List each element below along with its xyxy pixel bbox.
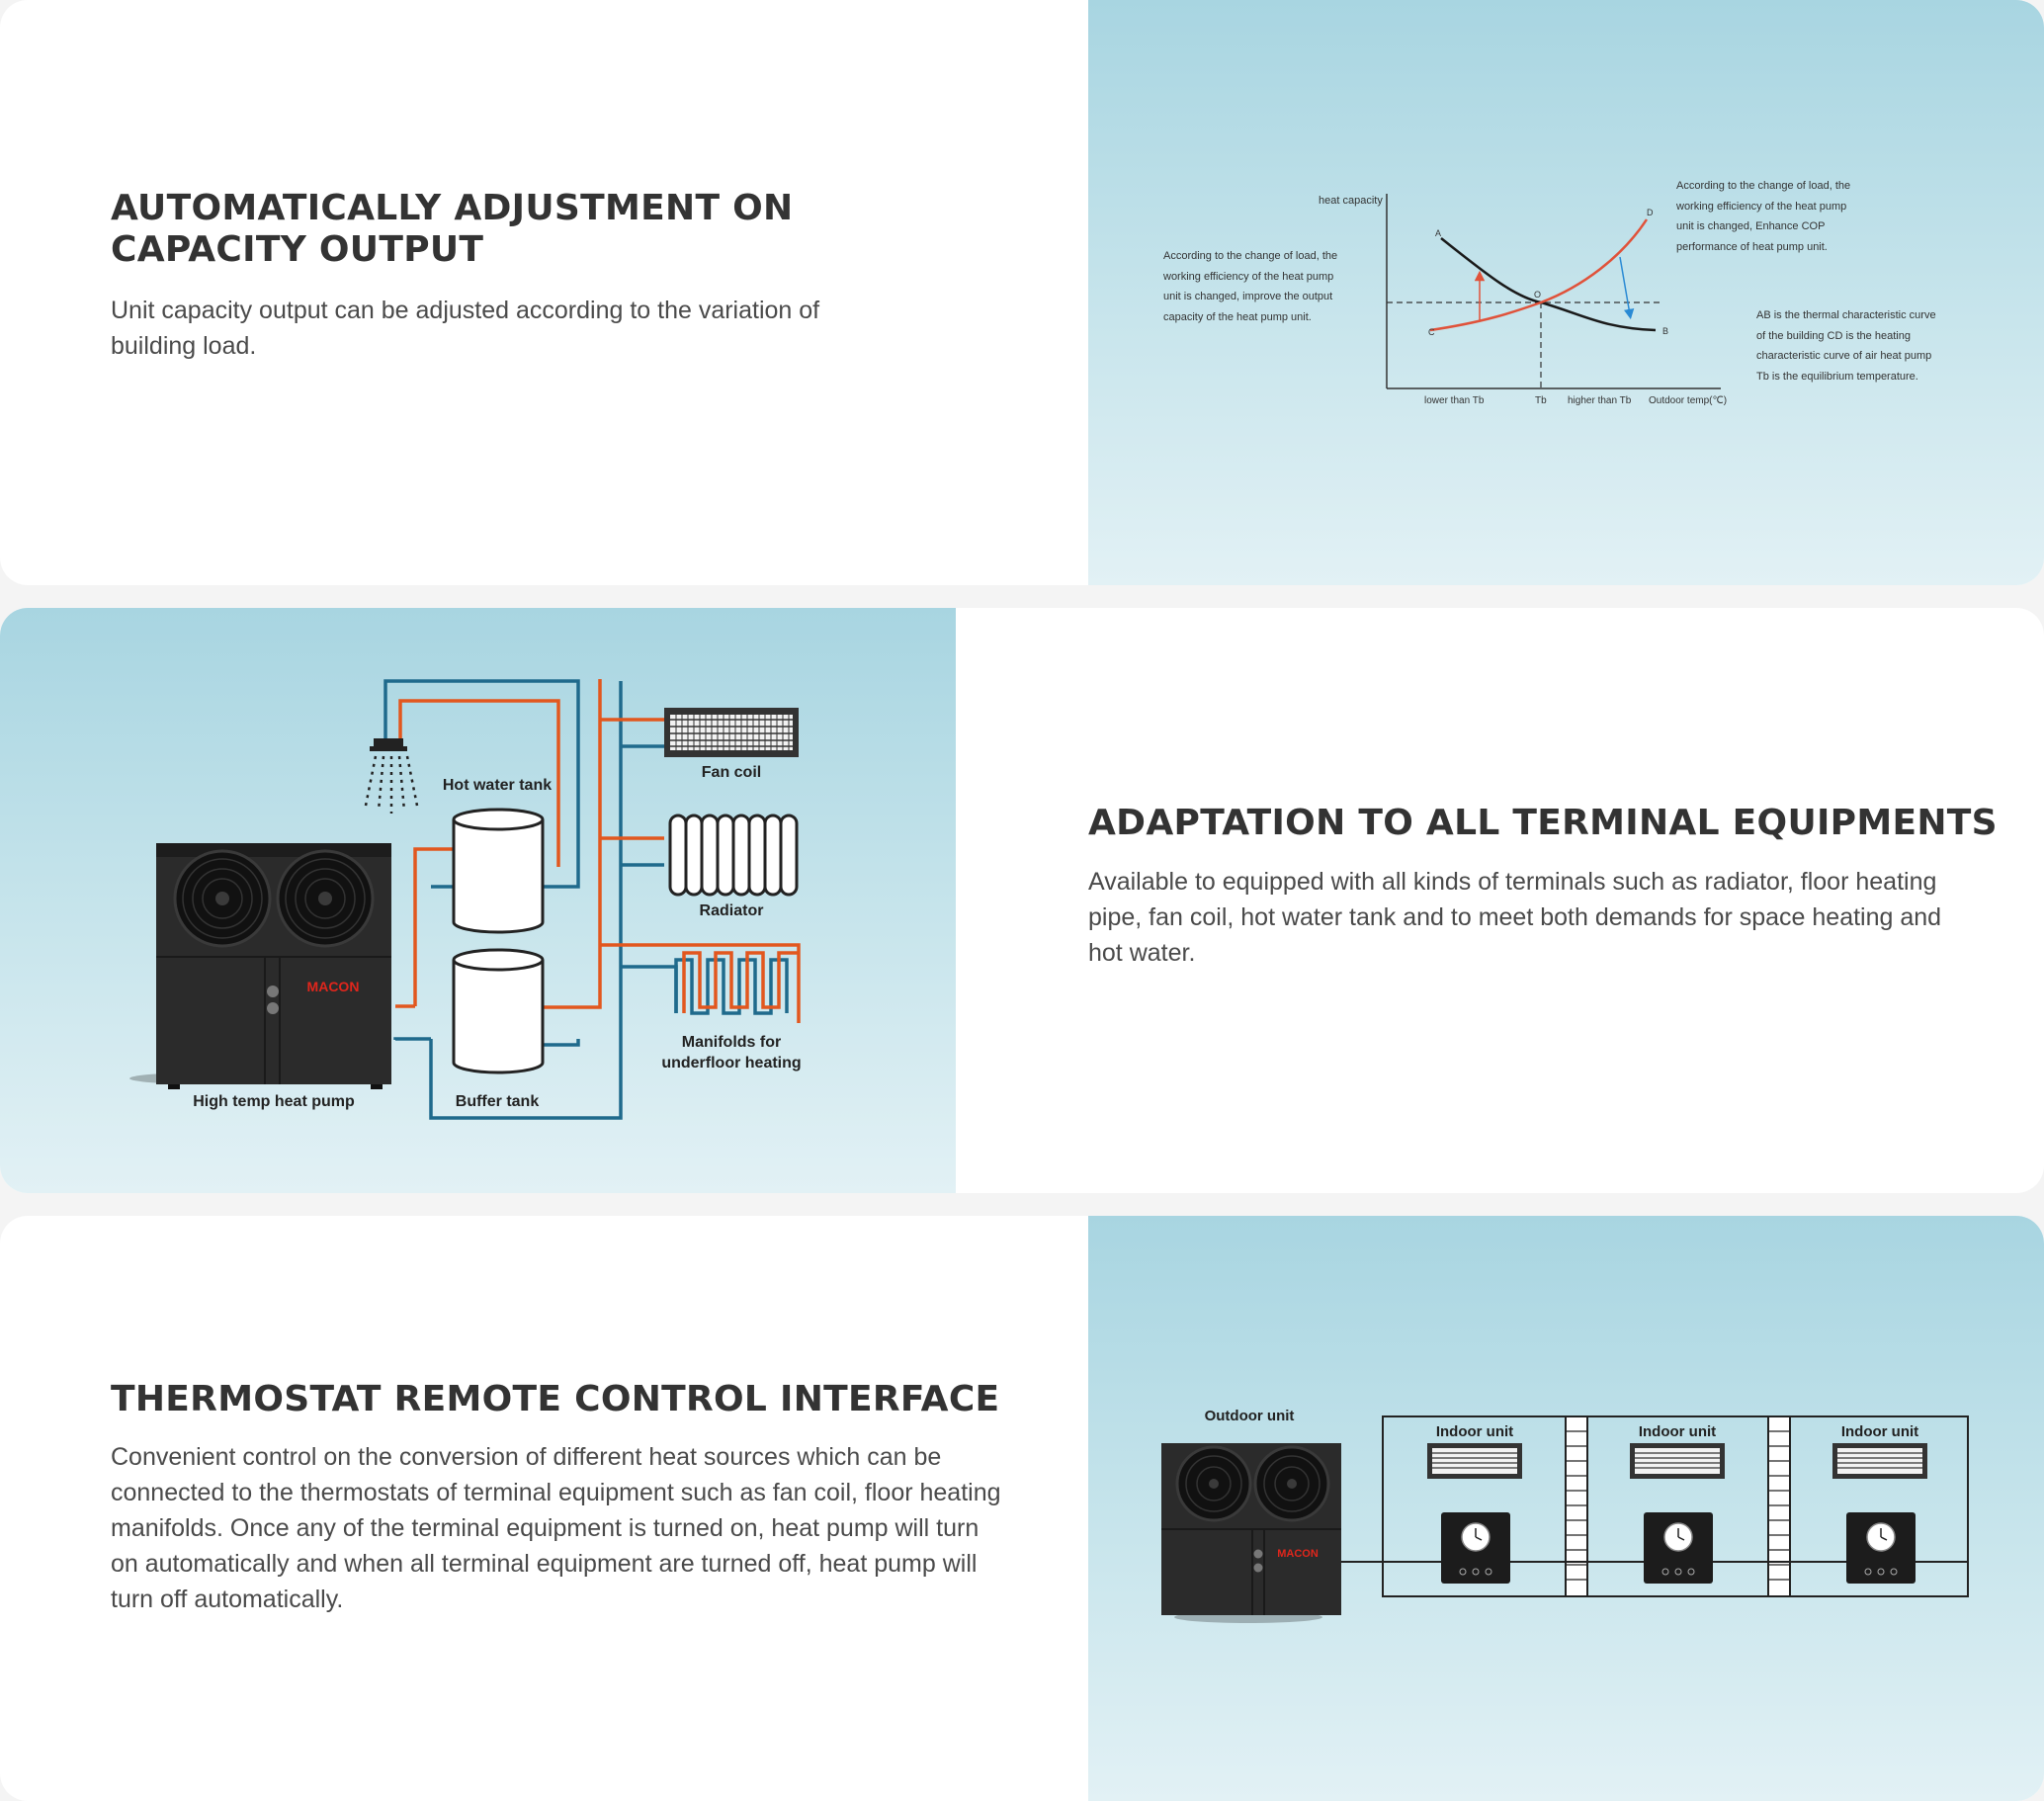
fan-icon [173,849,272,948]
hot-pipes [395,679,801,1023]
note-line: unit is changed, improve the output [1163,291,1332,302]
arrow-down-icon [1619,256,1635,320]
section-title: THERMOSTAT REMOTE CONTROL INTERFACE [111,1379,1000,1419]
y-axis-label: heat capacity [1319,195,1383,207]
section-capacity-output: AUTOMATICALLY ADJUSTMENT ON CAPACITY OUT… [0,0,2044,585]
radiator-label: Radiator [700,902,764,919]
outdoor-unit: MACON [1161,1443,1341,1623]
section-description: Convenient control on the conversion of … [111,1439,1001,1617]
note-line: unit is changed, Enhance COP [1676,220,1825,232]
buffer-tank-label: Buffer tank [456,1093,540,1110]
title-line: CAPACITY OUTPUT [111,229,484,270]
x-tick-higher: higher than Tb [1568,395,1632,406]
brand-logo: MACON [307,979,360,994]
capacity-graph: A C O D B heat capacity lower than Tb Tb… [1162,180,1936,406]
desc-line: Unit capacity output can be adjusted acc… [111,297,820,324]
desc-line: manifolds. Once any of the terminal equi… [111,1514,979,1542]
hot-water-tank-label: Hot water tank [443,777,552,794]
x-axis-label: Outdoor temp(℃) [1649,395,1727,406]
note-line: performance of heat pump unit. [1676,241,1828,253]
building-curve-ab [1440,237,1657,332]
note-line: According to the change of load, the [1163,250,1337,262]
fan-icon [1253,1445,1330,1522]
note-line: AB is the thermal characteristic curve [1756,309,1936,321]
heat-pump-label: High temp heat pump [193,1093,355,1110]
outdoor-unit-label: Outdoor unit [1205,1408,1295,1424]
radiator-icon [668,814,799,897]
note-line: of the building CD is the heating [1756,330,1911,342]
point-b-label: B [1662,326,1668,336]
cold-pipes [383,679,678,1120]
fan-icon [276,849,375,948]
fan-coil-icon [664,708,799,757]
indoor-frame [1382,1415,1969,1597]
point-o-label: O [1534,290,1541,300]
note-line: Tb is the equilibrium temperature. [1756,371,1918,383]
note-line: working efficiency of the heat pump [1675,201,1846,213]
note-line: working efficiency of the heat pump [1162,271,1333,283]
point-c-label: C [1428,327,1435,337]
thermostat-diagram-panel: MACON Outdoor unit [1088,1216,2044,1801]
note-line: According to the change of load, the [1676,180,1850,192]
indoor-unit [1427,1443,1522,1584]
manifolds-label: Manifolds for [682,1034,781,1051]
brand-logo: MACON [1277,1548,1319,1560]
section-terminal-equipments: MACON Hot water tank Fan coil Radiator M… [0,608,2044,1193]
title-line: AUTOMATICALLY ADJUSTMENT ON [111,188,794,228]
point-d-label: D [1647,208,1654,217]
x-tick-lower: lower than Tb [1424,395,1485,406]
desc-line: Available to equipped with all kinds of … [1088,868,1937,896]
desc-line: Convenient control on the conversion of … [111,1443,942,1471]
underfloor-loop-hot [682,951,799,1013]
system-diagram: MACON Hot water tank Fan coil Radiator M… [129,679,802,1120]
note-left: According to the change of load, the wor… [1162,250,1337,323]
indoor-unit-label: Indoor unit [1841,1423,1918,1440]
heat-pump-unit: MACON [129,843,391,1089]
section-title: ADAPTATION TO ALL TERMINAL EQUIPMENTS [1088,803,1998,843]
desc-line: pipe, fan coil, hot water tank and to me… [1088,903,1942,931]
fan-icon [1175,1445,1252,1522]
buffer-tank-icon [452,948,545,1074]
section-description: Available to equipped with all kinds of … [1088,864,1941,971]
indoor-unit [1630,1443,1725,1584]
heating-curve-cd [1429,218,1649,332]
indoor-unit [1832,1443,1927,1584]
indoor-unit-label: Indoor unit [1639,1423,1716,1440]
fan-coil-label: Fan coil [702,764,761,781]
hot-water-tank-icon [452,808,545,934]
note-right: AB is the thermal characteristic curve o… [1756,309,1936,383]
desc-line: connected to the thermostats of terminal… [111,1479,1001,1506]
capacity-graph-panel: A C O D B heat capacity lower than Tb Tb… [1088,0,2044,585]
desc-line: turn off automatically. [111,1586,344,1613]
wall-divider [1565,1415,1588,1597]
thermostat-diagram: MACON Outdoor unit [1161,1408,1969,1623]
desc-line: building load. [111,332,257,360]
wall-divider [1767,1415,1791,1597]
note-top: According to the change of load, the wor… [1675,180,1850,253]
point-a-label: A [1435,228,1441,238]
shower-icon [364,738,419,814]
note-line: capacity of the heat pump unit. [1163,311,1312,323]
x-tick-tb: Tb [1535,395,1547,406]
section-title: AUTOMATICALLY ADJUSTMENT ON CAPACITY OUT… [111,188,793,271]
manifolds-label: underfloor heating [661,1055,801,1072]
system-diagram-panel: MACON Hot water tank Fan coil Radiator M… [0,608,956,1193]
desc-line: on automatically and when all terminal e… [111,1550,978,1578]
section-thermostat-control: THERMOSTAT REMOTE CONTROL INTERFACE Conv… [0,1216,2044,1801]
note-line: characteristic curve of air heat pump [1756,350,1931,362]
desc-line: hot water. [1088,939,1196,967]
indoor-unit-label: Indoor unit [1436,1423,1513,1440]
section-description: Unit capacity output can be adjusted acc… [111,293,819,364]
underfloor-loop [674,958,789,1015]
